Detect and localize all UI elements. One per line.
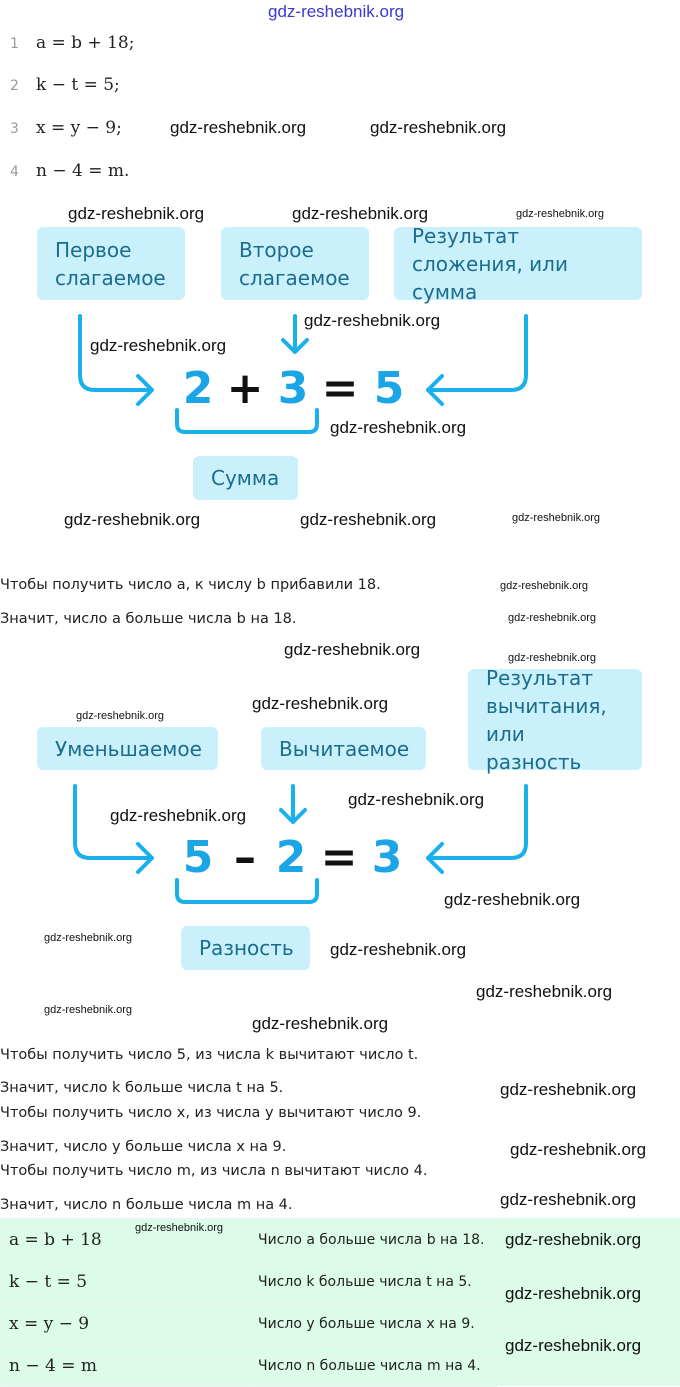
formula-cell: n − 4 = m (0, 1344, 250, 1387)
watermark: gdz-reshebnik.org (44, 932, 133, 944)
watermark: gdz-reshebnik.org (476, 982, 613, 1001)
sum-text-2: Значит, число a больше числа b на 18. (0, 611, 297, 627)
watermark: gdz-reshebnik.org (170, 118, 307, 137)
watermark: gdz-reshebnik.org (292, 204, 429, 223)
first-addend-box: Первое слагаемое (37, 227, 185, 300)
watermark: gdz-reshebnik.org (268, 2, 405, 21)
first-addend: 2 (182, 363, 214, 414)
watermark: gdz-reshebnik.org (304, 311, 441, 330)
watermark: gdz-reshebnik.org (505, 1284, 642, 1303)
description-cell: Число k больше числа t на 5. (249, 1260, 498, 1303)
formula-cell: k − t = 5 (0, 1260, 250, 1303)
diff-text-5: Чтобы получить число m, из числа n вычит… (0, 1163, 428, 1179)
watermark: gdz-reshebnik.org (508, 612, 597, 624)
minuend-box: Уменьшаемое (37, 727, 218, 770)
watermark: gdz-reshebnik.org (500, 1080, 637, 1099)
diff-text-4: Значит, число y больше числа x на 9. (0, 1139, 287, 1155)
watermark: gdz-reshebnik.org (44, 1004, 133, 1016)
watermark: gdz-reshebnik.org (510, 1140, 647, 1159)
equation: x = y − 9; (36, 118, 122, 138)
list-number: 1 (10, 36, 19, 52)
diff-text-2: Значит, число k больше числа t на 5. (0, 1080, 284, 1096)
list-number: 3 (10, 121, 19, 137)
equation: n − 4 = m. (36, 161, 130, 181)
watermark: gdz-reshebnik.org (330, 940, 467, 959)
difference-value: 3 (371, 832, 403, 883)
watermark: gdz-reshebnik.org (135, 1222, 224, 1234)
watermark: gdz-reshebnik.org (284, 640, 421, 659)
watermark: gdz-reshebnik.org (252, 1014, 389, 1033)
watermark: gdz-reshebnik.org (512, 512, 601, 524)
watermark: gdz-reshebnik.org (505, 1336, 642, 1355)
watermark: gdz-reshebnik.org (505, 1230, 642, 1249)
subtrahend: 2 (275, 832, 307, 883)
description-cell: Число n больше числа m на 4. (249, 1344, 498, 1387)
watermark: gdz-reshebnik.org (110, 806, 247, 825)
watermark: gdz-reshebnik.org (516, 208, 605, 220)
sum-value: 5 (373, 363, 405, 414)
difference-result-box: Результат вычитания, или разность (468, 666, 642, 774)
difference-label-box: Разность (181, 926, 310, 970)
equals-sign: = (321, 363, 359, 414)
equals-sign: = (320, 832, 358, 883)
arrows-icon (73, 784, 528, 904)
list-number: 2 (10, 78, 19, 94)
arrows-icon (78, 314, 528, 434)
plus-sign: + (226, 363, 264, 414)
sum-label-box: Сумма (193, 456, 298, 500)
second-addend-box: Второе слагаемое (221, 227, 369, 300)
watermark: gdz-reshebnik.org (90, 336, 227, 355)
watermark: gdz-reshebnik.org (508, 652, 597, 664)
watermark: gdz-reshebnik.org (76, 710, 165, 722)
formula-cell: x = y − 9 (0, 1302, 250, 1345)
watermark: gdz-reshebnik.org (330, 418, 467, 437)
equation: a = b + 18; (36, 33, 135, 53)
watermark: gdz-reshebnik.org (64, 510, 201, 529)
watermark: gdz-reshebnik.org (252, 694, 389, 713)
list-number: 4 (10, 164, 19, 180)
watermark: gdz-reshebnik.org (500, 1190, 637, 1209)
minuend: 5 (182, 832, 214, 883)
watermark: gdz-reshebnik.org (348, 790, 485, 809)
description-cell: Число y больше числа x на 9. (249, 1302, 498, 1345)
sum-result-box: Результат сложения, или сумма (394, 224, 642, 304)
sum-text-1: Чтобы получить число a, к числу b прибав… (0, 577, 381, 593)
diff-text-3: Чтобы получить число x, из числа y вычит… (0, 1105, 422, 1121)
second-addend: 3 (277, 363, 309, 414)
watermark: gdz-reshebnik.org (370, 118, 507, 137)
watermark: gdz-reshebnik.org (444, 890, 581, 909)
subtrahend-box: Вычитаемое (261, 727, 426, 770)
description-cell: Число a больше числа b на 18. (249, 1218, 498, 1261)
minus-sign: – (234, 832, 256, 883)
watermark: gdz-reshebnik.org (68, 204, 205, 223)
diff-text-6: Значит, число n больше числа m на 4. (0, 1197, 293, 1213)
watermark: gdz-reshebnik.org (300, 510, 437, 529)
watermark: gdz-reshebnik.org (500, 580, 589, 592)
diff-text-1: Чтобы получить число 5, из числа k вычит… (0, 1047, 419, 1063)
equation: k − t = 5; (36, 75, 120, 95)
